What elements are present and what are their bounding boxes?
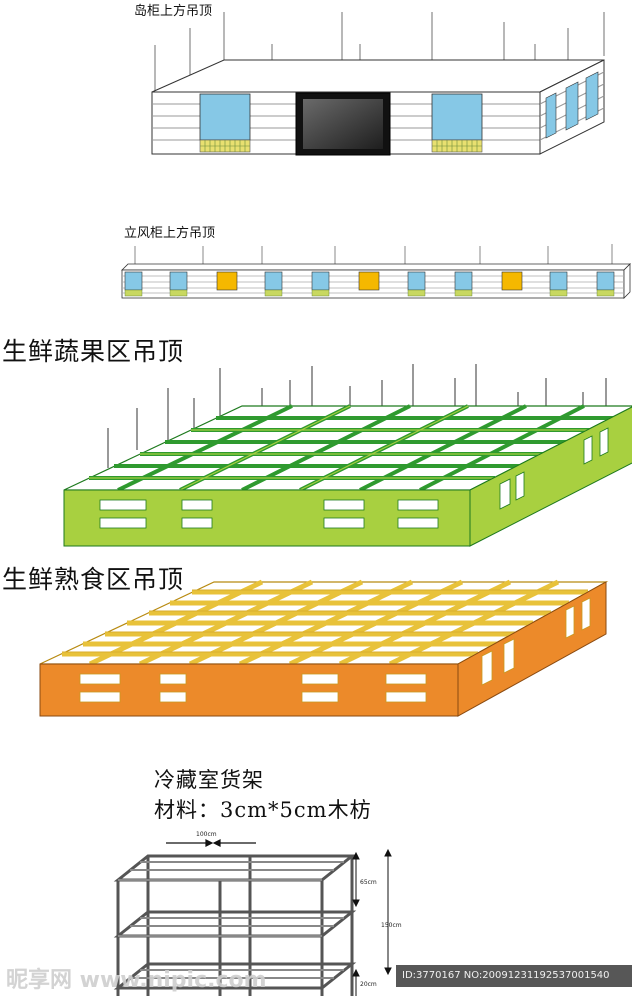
dim-shelf-gap-label: 65cm [360,879,377,886]
cold-rack-drawing [113,839,392,996]
cold-rack-title: 冷藏室货架 [154,768,264,792]
cold-rack-material: 材料：3cm*5cm木枋 [154,798,372,822]
vertical-ceiling-label: 立风柜上方吊顶 [124,226,216,241]
produce-ceiling-drawing [63,364,632,547]
island-ceiling-drawing [151,12,605,156]
site-watermark: 昵享网 www.nipic.com [6,968,267,993]
dim-total-height-label: 150cm [381,922,402,929]
deli-ceiling-drawing [39,579,609,717]
deli-ceiling-label: 生鲜熟食区吊顶 [2,565,185,594]
dim-width-label: 100cm [196,831,217,838]
island-ceiling-label: 岛柜上方吊顶 [134,4,213,19]
dim-bottom-gap-label: 20cm [360,981,377,988]
image-id-text: ID:3770167 NO:20091231192537001540 [402,970,610,981]
image-id-bar: ID:3770167 NO:20091231192537001540 [396,965,632,987]
produce-ceiling-label: 生鲜蔬果区吊顶 [2,337,185,366]
vertical-ceiling-drawing [121,244,631,299]
